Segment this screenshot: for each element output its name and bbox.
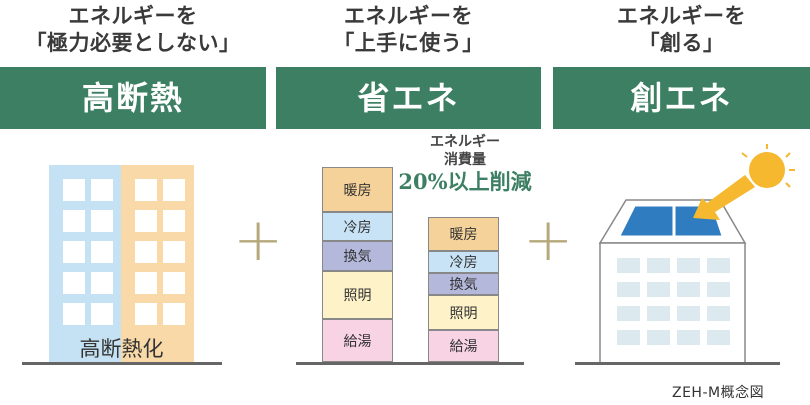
sun-rays <box>741 144 795 188</box>
building-window <box>163 210 185 232</box>
banner-energy-creation: 創エネ <box>553 67 810 129</box>
building-window <box>91 241 113 263</box>
banner-energy-saving: 省エネ <box>276 67 541 129</box>
house-window <box>617 282 640 297</box>
insulation-label: 高断熱化 <box>79 337 164 361</box>
house-window <box>647 330 670 345</box>
stack-after-heating: 暖房 <box>428 217 499 251</box>
building-window <box>163 303 185 325</box>
stack-before-heating: 暖房 <box>322 167 393 212</box>
caption-line1: エネルギーを <box>344 4 473 28</box>
caption-line1: エネルギーを <box>68 4 198 28</box>
building-window <box>135 210 157 232</box>
building-window <box>163 241 185 263</box>
reduction-line1: エネルギー <box>430 134 500 150</box>
building-window <box>91 272 113 294</box>
building-window <box>63 241 85 263</box>
caption-line2: 「極力必要としない」 <box>25 31 241 55</box>
caption-energy-creation: エネルギーを 「創る」 <box>553 3 810 57</box>
stack-after-cooling: 冷房 <box>428 251 499 273</box>
stack-after-hot-water: 給湯 <box>428 330 499 362</box>
house-window <box>647 258 670 273</box>
reduction-note: エネルギー 消費量 20%以上削減 <box>395 133 535 195</box>
house-window <box>707 258 730 273</box>
ground-line-2 <box>296 362 524 365</box>
stack-before-ventilation: 換気 <box>322 241 393 271</box>
building-window <box>135 241 157 263</box>
plus-sign-2: + <box>523 205 574 275</box>
stack-before-lighting: 照明 <box>322 271 393 319</box>
building-window <box>163 272 185 294</box>
house-window <box>677 258 700 273</box>
building-window <box>91 179 113 201</box>
ground-line-1 <box>22 362 222 365</box>
caption-line2: 「創る」 <box>638 31 725 55</box>
house-window <box>707 282 730 297</box>
house-window <box>707 306 730 321</box>
house-window <box>617 258 640 273</box>
caption-energy-saving: エネルギーを 「上手に使う」 <box>276 3 541 57</box>
caption-line2: 「上手に使う」 <box>333 31 484 55</box>
house-window <box>677 282 700 297</box>
building-window <box>63 303 85 325</box>
house-window <box>677 330 700 345</box>
building-window <box>135 303 157 325</box>
building-window <box>63 210 85 232</box>
sun-icon <box>749 152 785 188</box>
ground-line-3 <box>575 362 780 365</box>
house-window <box>677 306 700 321</box>
stack-before-cooling: 冷房 <box>322 212 393 241</box>
building-window <box>135 179 157 201</box>
arrow-icon <box>693 175 755 220</box>
reduction-line3: 20%以上削減 <box>398 169 532 194</box>
reduction-line2: 消費量 <box>444 152 486 168</box>
solar-panel-icon <box>619 205 674 237</box>
diagram-caption: ZEH-M概念図 <box>672 385 765 401</box>
banner-insulation: 高断熱 <box>0 67 266 129</box>
house-window <box>617 306 640 321</box>
building-window <box>135 272 157 294</box>
insulated-building: 高断熱化 <box>49 165 194 363</box>
building-window <box>163 179 185 201</box>
caption-insulation: エネルギーを 「極力必要としない」 <box>0 3 266 57</box>
house-window <box>707 330 730 345</box>
house-window <box>617 330 640 345</box>
plus-sign-1: + <box>233 205 284 275</box>
stack-after-lighting: 照明 <box>428 295 499 330</box>
building-window <box>91 303 113 325</box>
caption-line1: エネルギーを <box>617 4 746 28</box>
house-window <box>647 282 670 297</box>
stack-after-ventilation: 換気 <box>428 273 499 295</box>
house-window <box>647 306 670 321</box>
building-window <box>63 272 85 294</box>
building-window <box>63 179 85 201</box>
stack-before-hot-water: 給湯 <box>322 319 393 362</box>
building-window <box>91 210 113 232</box>
